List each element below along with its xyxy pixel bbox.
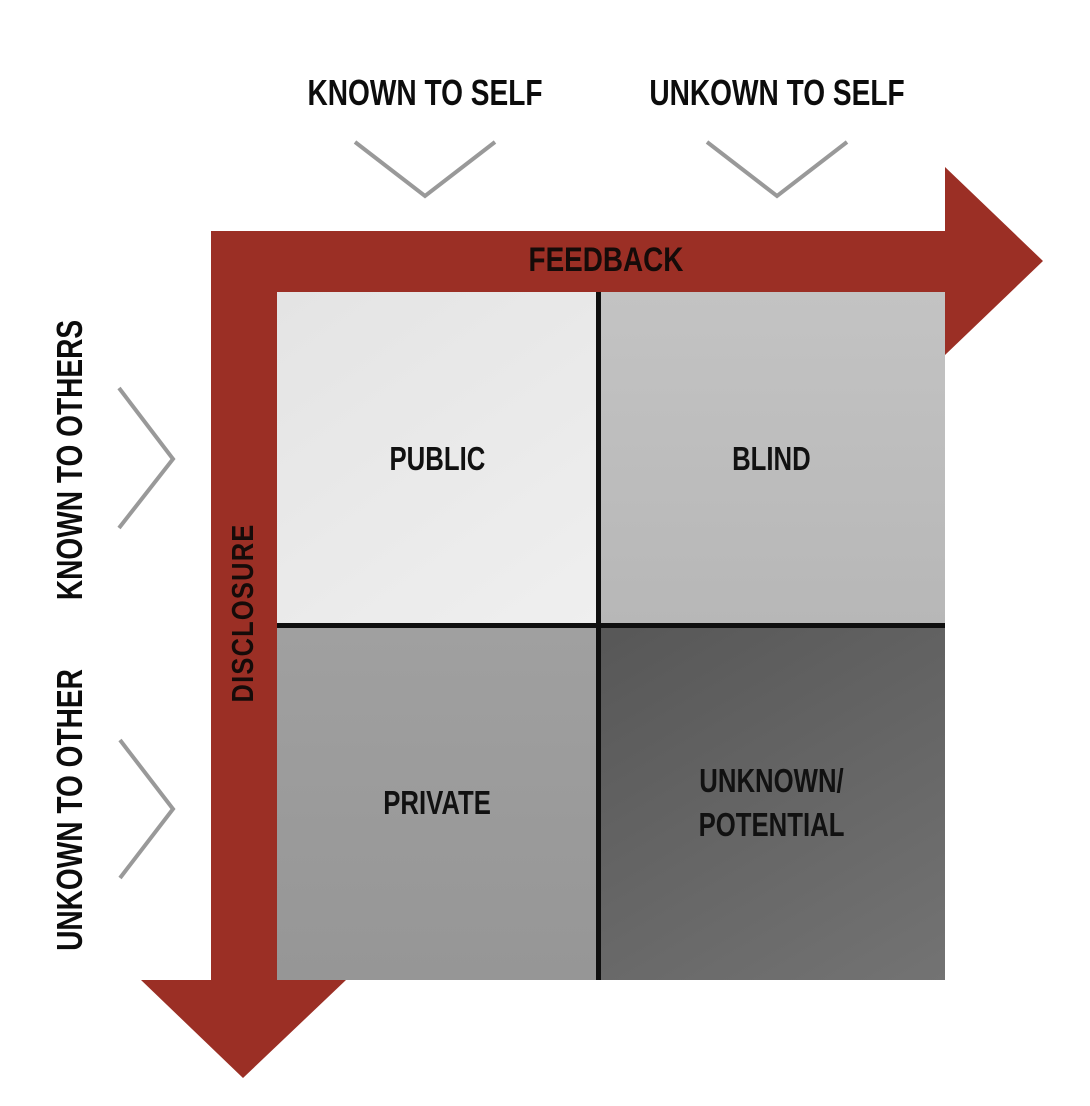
disclosure-arrow-shape bbox=[141, 231, 346, 1078]
chevron-down-icon bbox=[705, 140, 849, 199]
quadrant-public-label: PUBLIC bbox=[389, 439, 486, 477]
matrix-vertical-divider bbox=[596, 292, 601, 980]
axis-label-unkown-to-other: UNKOWN TO OTHER bbox=[49, 669, 90, 951]
quadrant-blind-label: BLIND bbox=[732, 439, 811, 477]
quadrant-blind: BLIND bbox=[598, 292, 945, 625]
quadrant-unknown-potential: UNKNOWN/ POTENTIAL bbox=[598, 625, 945, 980]
axis-label-known-to-others: KNOWN TO OTHERS bbox=[49, 319, 90, 601]
quadrant-private: PRIVATE bbox=[277, 625, 598, 980]
axis-label-unkown-to-self: UNKOWN TO SELF bbox=[649, 72, 905, 113]
quadrant-private-label: PRIVATE bbox=[383, 783, 492, 821]
quadrant-public: PUBLIC bbox=[277, 292, 598, 625]
feedback-arrow-label: FEEDBACK bbox=[528, 240, 684, 279]
chevron-right-icon bbox=[118, 738, 176, 880]
chevron-down-icon bbox=[353, 140, 497, 199]
quadrant-unknown-line1: UNKNOWN/ bbox=[699, 761, 844, 799]
chevron-right-icon bbox=[117, 386, 176, 530]
feedback-arrow-shape bbox=[211, 167, 1043, 355]
quadrant-unknown-line2: POTENTIAL bbox=[698, 805, 845, 843]
quadrant-unknown-potential-label: UNKNOWN/ POTENTIAL bbox=[699, 759, 845, 847]
disclosure-arrow-label: DISCLOSURE bbox=[225, 523, 260, 703]
axis-label-known-to-self: KNOWN TO SELF bbox=[307, 72, 543, 113]
matrix-horizontal-divider bbox=[277, 623, 945, 628]
